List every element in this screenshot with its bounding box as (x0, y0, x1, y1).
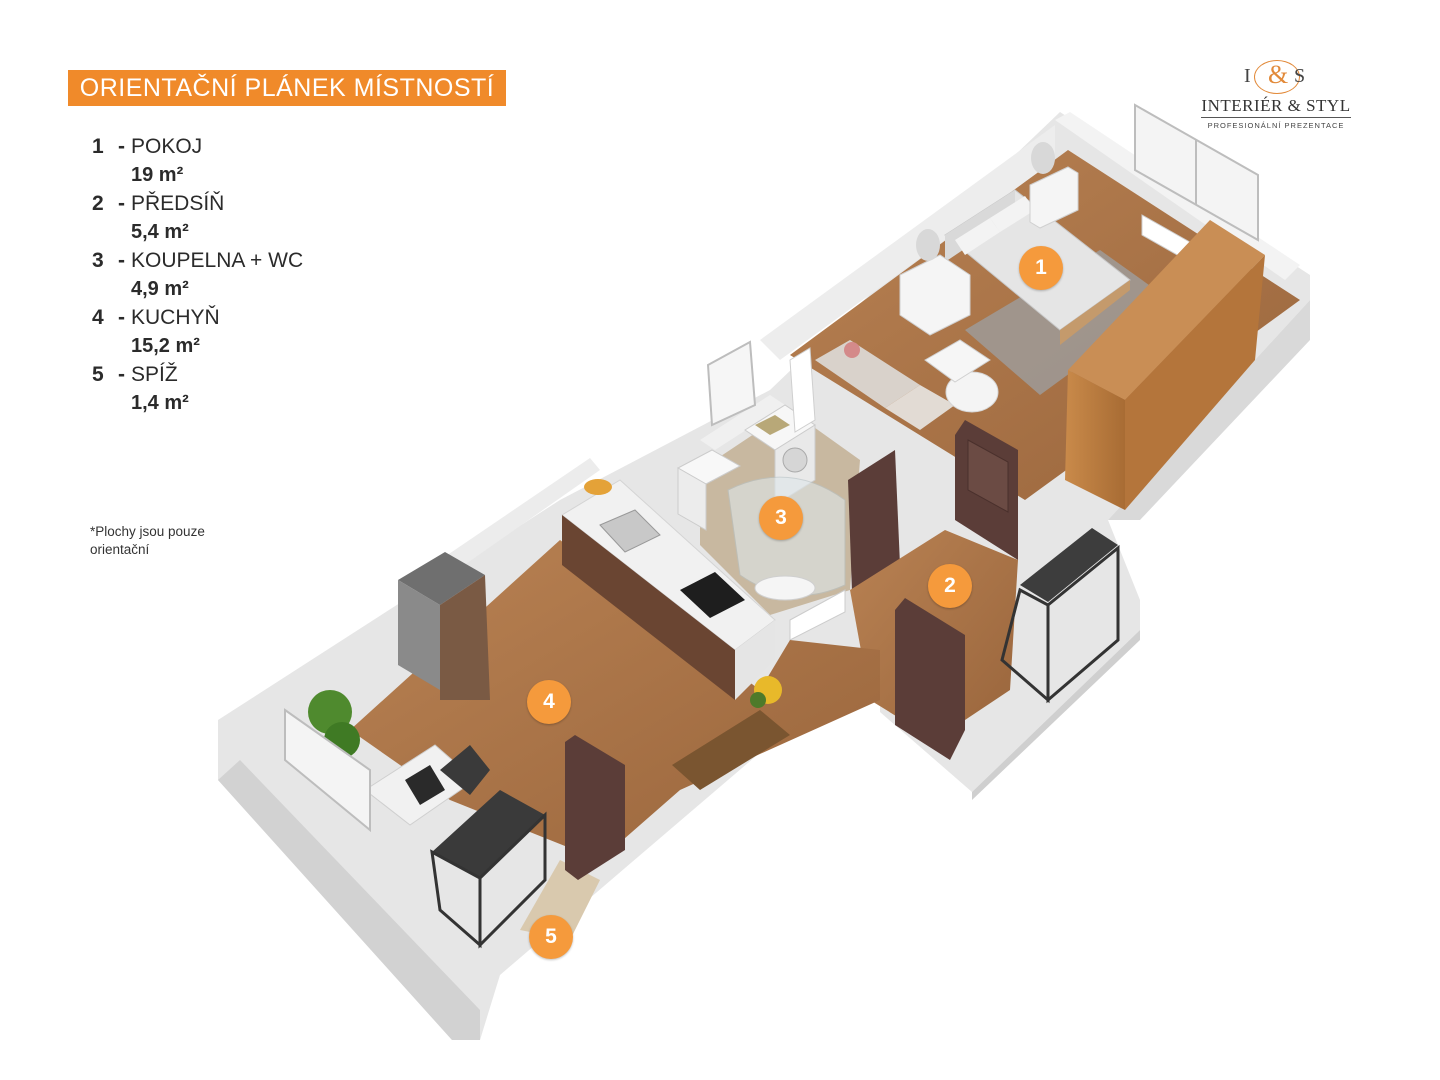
legend-room-area: 4,9 m² (131, 278, 189, 300)
area-note: *Plochy jsou pouze orientační (90, 524, 205, 557)
window-kitchen (284, 708, 371, 833)
legend-number: 3 (92, 249, 104, 272)
logo-letter-left: I (1244, 65, 1251, 87)
room-marker-3: 3 (759, 496, 803, 540)
window-room-1 (1134, 103, 1259, 242)
nightstands (899, 142, 1079, 336)
room-marker-5: 5 (529, 915, 573, 959)
door-room-1 (955, 420, 1018, 560)
legend-dash: - (118, 363, 125, 386)
legend-item-pokoj: 1 - POKOJ 19 m² (92, 135, 412, 192)
boiler (676, 449, 742, 531)
room-3-wall (700, 395, 785, 450)
legend-number: 5 (92, 363, 104, 386)
legend-room-name: SPÍŽ (131, 363, 178, 386)
page-title: ORIENTAČNÍ PLÁNEK MÍSTNOSTÍ (68, 70, 506, 106)
legend-room-area: 19 m² (131, 164, 184, 186)
room-marker-2: 2 (928, 564, 972, 608)
legend-number: 4 (92, 306, 104, 329)
towel-radiator (789, 347, 816, 433)
desk-area (364, 744, 490, 826)
legend-room-name: KOUPELNA + WC (131, 249, 304, 272)
legend-dash: - (118, 192, 125, 215)
legend-item-spiz: 5 - SPÍŽ 1,4 m² (92, 363, 412, 420)
door-room-5 (565, 735, 625, 880)
brand-logo: I & S INTERIÉR & STYL PROFESIONÁLNÍ PREZ… (1196, 60, 1356, 130)
legend-number: 1 (92, 135, 104, 158)
logo-ampersand: & (1268, 60, 1289, 89)
door-entrance (895, 598, 965, 760)
legend-dash: - (118, 135, 125, 158)
wardrobe (1065, 220, 1265, 510)
hall-shelf (1000, 528, 1120, 704)
legend-item-koupelna: 3 - KOUPELNA + WC 4,9 m² (92, 249, 412, 306)
legend-item-kuchyn: 4 - KUCHYŇ 15,2 m² (92, 306, 412, 363)
legend-room-area: 5,4 m² (131, 221, 189, 243)
logo-ring (1254, 60, 1300, 94)
coffee-table (924, 339, 999, 413)
room-marker-4: 4 (527, 680, 571, 724)
legend-item-predsin: 2 - PŘEDSÍŇ 5,4 m² (92, 192, 412, 249)
pantry-shelf (430, 790, 547, 949)
logo-monogram: I & S (1236, 60, 1316, 94)
room-1-left-wall (760, 125, 1055, 360)
legend-dash: - (118, 249, 125, 272)
legend-number: 2 (92, 192, 104, 215)
sideboard (672, 676, 790, 790)
door-room-3 (848, 450, 900, 592)
kitchen-counter (561, 479, 776, 700)
bathroom-radiator (789, 589, 846, 641)
legend-room-area: 1,4 m² (131, 392, 189, 414)
room-4-wall (440, 458, 600, 575)
fruit-bowl (584, 479, 612, 495)
legend-room-name: KUCHYŇ (131, 306, 220, 329)
room-legend: 1 - POKOJ 19 m² 2 - PŘEDSÍŇ 5,4 m² 3 - K… (92, 135, 412, 420)
logo-letter-right: S (1294, 65, 1306, 87)
legend-room-area: 15,2 m² (131, 335, 200, 357)
logo-name: INTERIÉR & STYL (1201, 96, 1351, 118)
logo-tagline: PROFESIONÁLNÍ PREZENTACE (1207, 121, 1345, 130)
fridge (398, 552, 490, 700)
legend-dash: - (118, 306, 125, 329)
legend-room-name: POKOJ (131, 135, 203, 158)
bathroom-window (706, 340, 757, 427)
legend-room-name: PŘEDSÍŇ (131, 192, 225, 215)
room-marker-1: 1 (1019, 246, 1063, 290)
sofa (815, 340, 955, 430)
room-1-back-wall (1055, 112, 1300, 280)
